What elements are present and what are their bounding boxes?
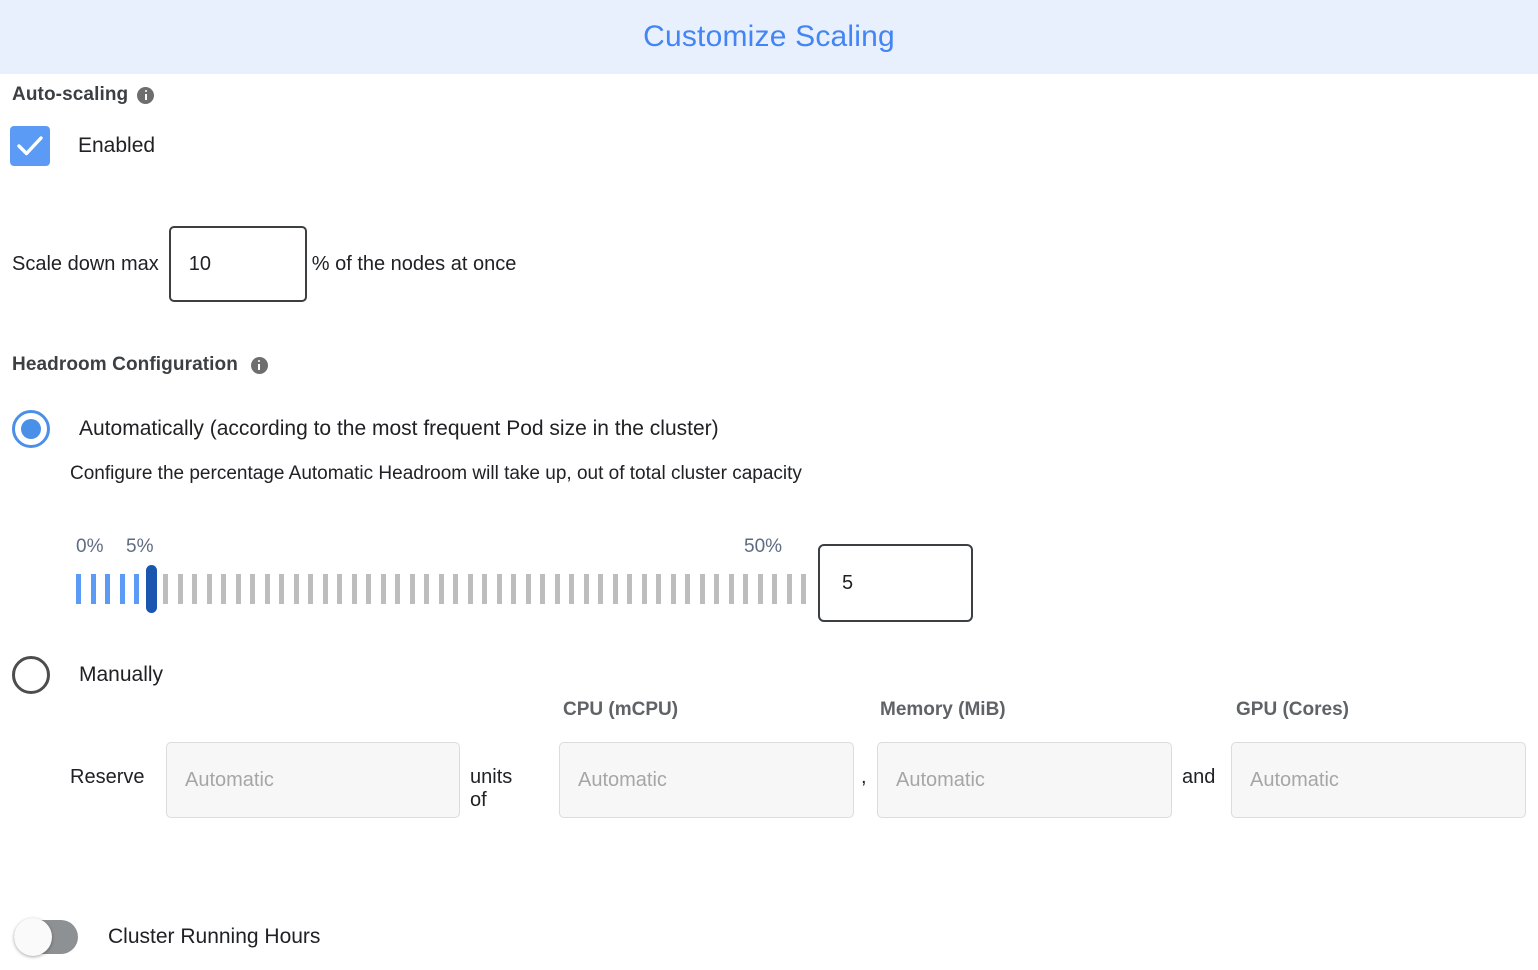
slider-tick [76,574,81,604]
slider-tick [177,574,183,604]
dialog-header: Customize Scaling [0,0,1538,74]
auto-scaling-label: Auto-scaling [12,84,129,105]
reserve-memory-input[interactable] [877,742,1172,818]
headroom-section-header: Headroom Configuration [12,354,268,376]
slider-tick [482,574,487,604]
slider-tick [728,574,734,604]
scale-down-max-label: Scale down max [12,252,159,275]
scale-down-max-input[interactable] [168,226,307,302]
slider-tick [424,574,429,604]
slider-tick [395,574,400,604]
slider-tick [337,574,342,604]
cluster-running-hours-label: Cluster Running Hours [108,925,321,948]
info-icon[interactable] [137,86,155,104]
slider-tick [540,574,545,604]
headroom-manual-option[interactable]: Manually [12,656,163,694]
slider-tick [264,574,270,604]
enabled-checkbox[interactable] [10,126,50,166]
slider-tick [453,574,458,604]
slider-tick [801,574,806,604]
check-icon [17,136,43,156]
headroom-configuration-label: Headroom Configuration [12,354,238,375]
headroom-automatic-option[interactable]: Automatically (according to the most fre… [12,410,719,448]
slider-tick [192,574,197,604]
reserve-cpu-input[interactable] [559,742,854,818]
slider-tick [279,574,284,604]
scale-down-max-row: Scale down max % of the nodes at once [12,226,516,302]
slider-tick [670,574,676,604]
slider-tick [598,574,603,604]
radio-manually[interactable] [12,656,50,694]
slider-tick [293,574,299,604]
slider-max-label: 50% [744,536,783,557]
slider-tick [627,574,632,604]
slider-tick [511,574,516,604]
slider-tick [467,574,473,604]
slider-tick [134,574,139,604]
radio-manually-label: Manually [79,663,164,686]
headroom-percentage-input[interactable] [818,544,973,622]
slider-thumb[interactable] [145,565,157,613]
slider-tick [206,574,212,604]
slider-tick [641,574,647,604]
slider-tick [743,574,748,604]
units-of-label: units of [470,766,513,811]
cluster-running-hours-row[interactable]: Cluster Running Hours [14,918,321,956]
info-icon[interactable] [250,356,268,374]
auto-scaling-section-header: Auto-scaling [12,84,155,106]
slider-tick [685,574,690,604]
radio-automatic-label: Automatically (according to the most fre… [79,417,719,440]
slider-tick [714,574,719,604]
column-header-gpu: GPU (Cores) [1236,699,1349,720]
enabled-label: Enabled [78,134,156,157]
slider-tick [569,574,574,604]
headroom-helper-text: Configure the percentage Automatic Headr… [70,463,802,484]
reserve-units-input[interactable] [166,742,460,818]
slider-tick [786,574,792,604]
slider-tick [583,574,589,604]
slider-tick [409,574,415,604]
slider-tick [438,574,444,604]
slider-tick [525,574,531,604]
slider-tick [308,574,313,604]
scale-down-max-suffix: % of the nodes at once [311,252,517,275]
and-separator: and [1182,766,1216,788]
slider-min-label: 0% [76,536,104,557]
slider-tick [380,574,386,604]
slider-tick [119,574,125,604]
cluster-running-hours-toggle[interactable] [14,918,78,956]
slider-tick [105,574,110,604]
column-header-cpu: CPU (mCPU) [563,699,679,720]
slider-tick [250,574,255,604]
slider-track[interactable] [76,574,806,604]
slider-tick [163,574,168,604]
radio-automatic[interactable] [12,410,50,448]
auto-scaling-enabled-row[interactable]: Enabled [10,126,155,166]
slider-tick [554,574,560,604]
slider-tick [221,574,226,604]
headroom-percentage-slider[interactable]: 0% 5% 50% [76,536,806,628]
reserve-gpu-input[interactable] [1231,742,1526,818]
slider-tick [656,574,661,604]
toggle-knob [14,918,52,956]
reserve-label: Reserve [70,766,145,788]
slider-tick [772,574,777,604]
slider-tick [90,574,96,604]
page-title: Customize Scaling [643,20,895,53]
slider-tick [699,574,705,604]
slider-tick [351,574,357,604]
comma-separator: , [861,766,867,788]
slider-tick [757,574,763,604]
slider-tick [366,574,371,604]
slider-tick [496,574,502,604]
slider-current-label: 5% [126,536,154,557]
column-header-memory: Memory (MiB) [880,699,1006,720]
slider-tick [612,574,618,604]
slider-tick [322,574,328,604]
slider-tick [235,574,241,604]
